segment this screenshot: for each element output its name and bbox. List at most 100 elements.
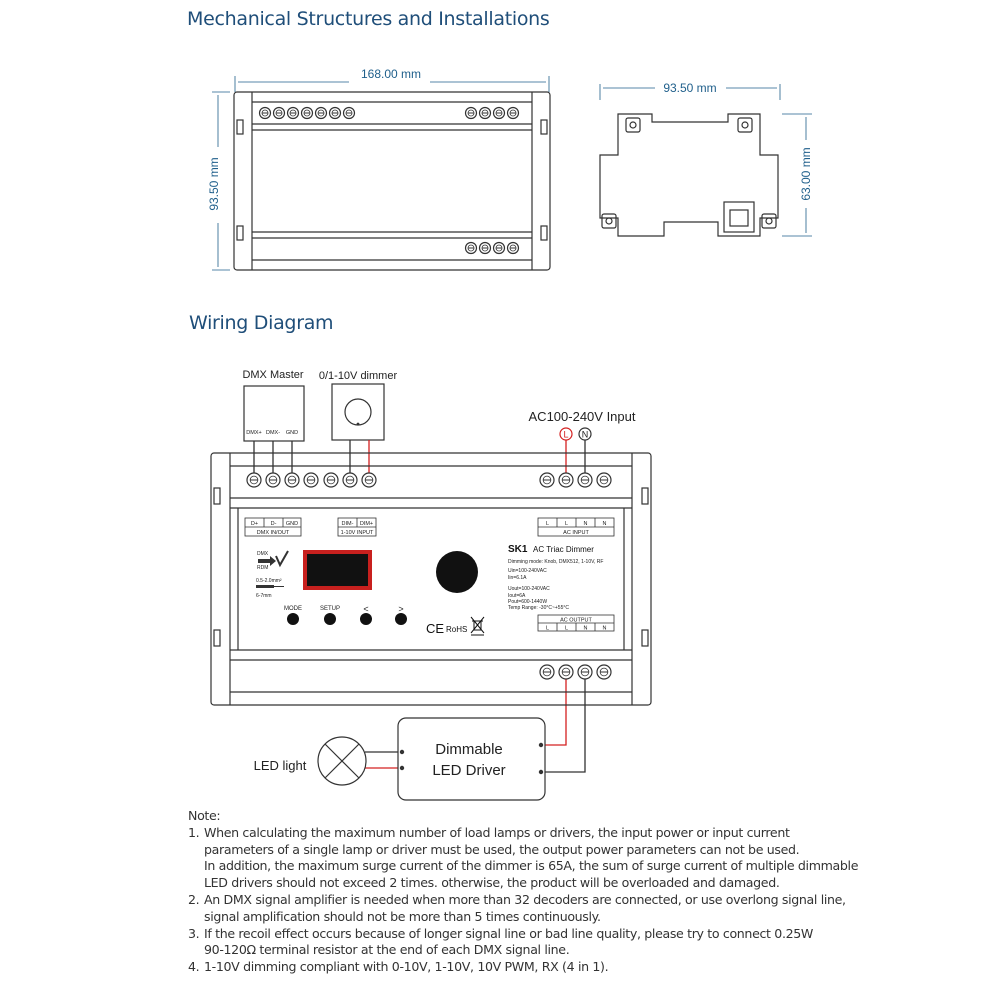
ac-input-source: AC100-240V Input L N <box>529 409 636 441</box>
dimming-knob[interactable] <box>436 551 478 593</box>
notes-section: Note: 1.When calculating the maximum num… <box>188 808 859 976</box>
note-line: In addition, the maximum surge current o… <box>204 858 859 874</box>
led-driver-label-line1: Dimmable <box>435 741 503 758</box>
note-line: parameters of a single lamp or driver mu… <box>204 841 800 857</box>
mode-dmx-label: DMX <box>257 551 269 557</box>
side-height-dimension: 63.00 mm <box>799 147 813 200</box>
dmx-port-pin-d-plus: D+ <box>251 521 258 527</box>
ac-output-box <box>537 614 615 632</box>
mode-button-label: MODE <box>284 606 302 612</box>
notes-heading: Note: <box>188 808 221 823</box>
ac-output-pin: N <box>603 626 607 632</box>
output-power-spec: Pout=600-1440W <box>508 599 547 605</box>
ce-mark: CE <box>426 621 444 636</box>
terminal-screw <box>506 106 520 120</box>
next-button-label: > <box>398 604 403 614</box>
terminal-screw <box>478 106 492 120</box>
output-voltage-spec: Uout=100-240VAC <box>508 586 550 592</box>
terminal-screw <box>328 106 342 120</box>
terminal-screw <box>539 664 555 680</box>
terminal-screw <box>492 106 506 120</box>
led-driver-label-line2: LED Driver <box>432 762 505 779</box>
dmx-master-pin-gnd: GND <box>286 430 298 436</box>
terminal-screw <box>506 241 520 255</box>
driver-terminal <box>538 769 544 775</box>
dimming-mode-spec: Dimming mode: Knob, DMX512, 1-10V, RF <box>508 559 603 565</box>
note-number: 1. <box>188 824 200 840</box>
wire-strip-spec: 0.5-2.0mm² 6-7mm <box>256 578 284 599</box>
dmx-master-label: DMX Master <box>242 369 303 381</box>
terminal-screw <box>558 664 574 680</box>
ac-input-pin: N <box>584 521 588 527</box>
wire-spec-gauge: 0.5-2.0mm² <box>256 578 282 584</box>
terminal-screw <box>577 664 593 680</box>
front-height-dimension: 93.50 mm <box>207 157 221 210</box>
input-current-spec: Iin=6.1A <box>508 575 527 581</box>
ac-output-box-label: AC OUTPUT <box>560 618 592 624</box>
note-line: When calculating the maximum number of l… <box>204 824 790 840</box>
ac-output-pin: L <box>546 626 549 632</box>
dmx-master-pin-dmx-minus: DMX- <box>266 430 280 436</box>
side-width-dimension: 93.50 mm <box>663 81 716 95</box>
prev-button-label: < <box>363 604 368 614</box>
led-light-label: LED light <box>254 758 307 773</box>
terminal-screw <box>342 472 358 488</box>
dmx-rdm-mode-icon: DMX RDM <box>257 550 289 571</box>
ac-output-pin: L <box>565 626 568 632</box>
dmx-port-label: DMX IN/OUT <box>257 530 290 536</box>
unit-terminals <box>246 472 612 680</box>
note-line: signal amplification should not be more … <box>204 908 601 924</box>
output-current-spec: Iout=6A <box>508 593 526 599</box>
rohs-mark: RoHS <box>446 625 467 634</box>
mechanical-section-title: Mechanical Structures and Installations <box>187 8 550 30</box>
terminal-screw <box>558 472 574 488</box>
terminal-screw <box>314 106 328 120</box>
side-view <box>599 84 812 237</box>
weee-bin-icon <box>470 616 485 636</box>
terminal-screw <box>361 472 377 488</box>
ac-input-l-symbol: L <box>563 430 568 440</box>
note-number: 4. <box>188 959 200 975</box>
setup-button[interactable] <box>324 613 336 625</box>
setup-button-label: SETUP <box>320 606 340 612</box>
front-view <box>212 76 551 271</box>
dimmer-unit <box>210 452 652 706</box>
terminal-screw <box>577 472 593 488</box>
ac-input-n-symbol: N <box>582 430 589 440</box>
terminal-screw <box>596 472 612 488</box>
temp-range-spec: Temp Range: -30°C~+55°C <box>508 605 569 611</box>
prev-button[interactable] <box>360 613 372 625</box>
wire-spec-strip-length: 6-7mm <box>256 593 272 599</box>
note-line: An DMX signal amplifier is needed when m… <box>204 891 846 907</box>
model-name: SK1 <box>508 544 528 555</box>
dmx-port-pin-d-minus: D- <box>271 521 277 527</box>
dimmer-device: 0/1-10V dimmer <box>319 370 398 441</box>
terminal-screw <box>539 472 555 488</box>
terminal-screw <box>492 241 506 255</box>
input-voltage-spec: Uin=100-240VAC <box>508 568 547 574</box>
wiring-section-title: Wiring Diagram <box>189 312 334 334</box>
note-number: 3. <box>188 925 200 941</box>
note-line: 1-10V dimming compliant with 0-10V, 1-10… <box>204 959 609 975</box>
dmx-master-pin-dmx-plus: DMX+ <box>246 430 261 436</box>
note-line: If the recoil effect occurs because of l… <box>204 925 814 941</box>
ac-input-label: AC100-240V Input <box>529 409 636 424</box>
ac-input-box-label: AC INPUT <box>563 530 589 536</box>
product-name: AC Triac Dimmer <box>533 545 594 554</box>
terminal-screw <box>286 106 300 120</box>
dmx-master-device: DMX Master DMX+ DMX- GND <box>242 369 305 442</box>
terminal-screw <box>272 106 286 120</box>
note-number: 2. <box>188 891 200 907</box>
driver-terminal <box>538 742 544 748</box>
mode-button[interactable] <box>287 613 299 625</box>
terminal-screw <box>258 106 272 120</box>
dim-port-pin-minus: DIM- <box>342 521 354 527</box>
dimmer-label: 0/1-10V dimmer <box>319 370 398 382</box>
next-button[interactable] <box>395 613 407 625</box>
note-item-2: 2.An DMX signal amplifier is needed when… <box>188 891 846 909</box>
led-light-symbol <box>317 736 367 786</box>
terminal-screw <box>323 472 339 488</box>
terminal-screw <box>303 472 319 488</box>
ac-input-pin: L <box>565 521 568 527</box>
